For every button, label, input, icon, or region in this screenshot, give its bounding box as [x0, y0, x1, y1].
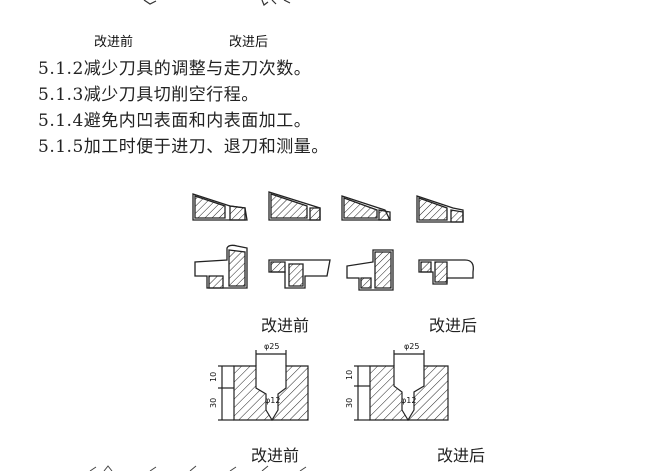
- dim-diameter-12-right: φ12: [401, 396, 416, 405]
- label-after-top: 改进后: [229, 35, 269, 50]
- figure2-caption-after: 改进后: [437, 446, 486, 465]
- dim-diameter-25-left: φ25: [264, 342, 279, 351]
- bottom-cutoff-remnants: [89, 465, 307, 471]
- dim-diameter-25-right: φ25: [404, 342, 419, 351]
- dim-30-right: 30: [345, 398, 354, 408]
- dim-30-left: 30: [209, 398, 218, 408]
- text-line-5-1-2: 5.1.2减少刀具的调整与走刀次数。: [38, 59, 312, 79]
- figure1-caption-after: 改进后: [429, 316, 478, 335]
- dim-diameter-12-left: φ12: [265, 396, 280, 405]
- figure-hole-after: φ25 φ12 10 30: [345, 342, 449, 421]
- figure2-caption-before: 改进前: [251, 446, 300, 465]
- dim-10-right: 10: [345, 370, 354, 380]
- figure-hole-before: φ25 φ12 10 30: [209, 342, 309, 421]
- text-line-5-1-4: 5.1.4避免内凹表面和内表面加工。: [38, 111, 312, 131]
- dim-10-left: 10: [209, 372, 218, 382]
- label-before-top: 改进前: [94, 35, 134, 50]
- figure1-caption-before: 改进前: [261, 316, 310, 335]
- text-line-5-1-3: 5.1.3减少刀具切削空行程。: [38, 85, 259, 105]
- text-line-5-1-5: 5.1.5加工时便于进刀、退刀和测量。: [38, 137, 329, 157]
- top-cutoff-remnants: [143, 0, 291, 6]
- figure-part-sections: [192, 191, 474, 291]
